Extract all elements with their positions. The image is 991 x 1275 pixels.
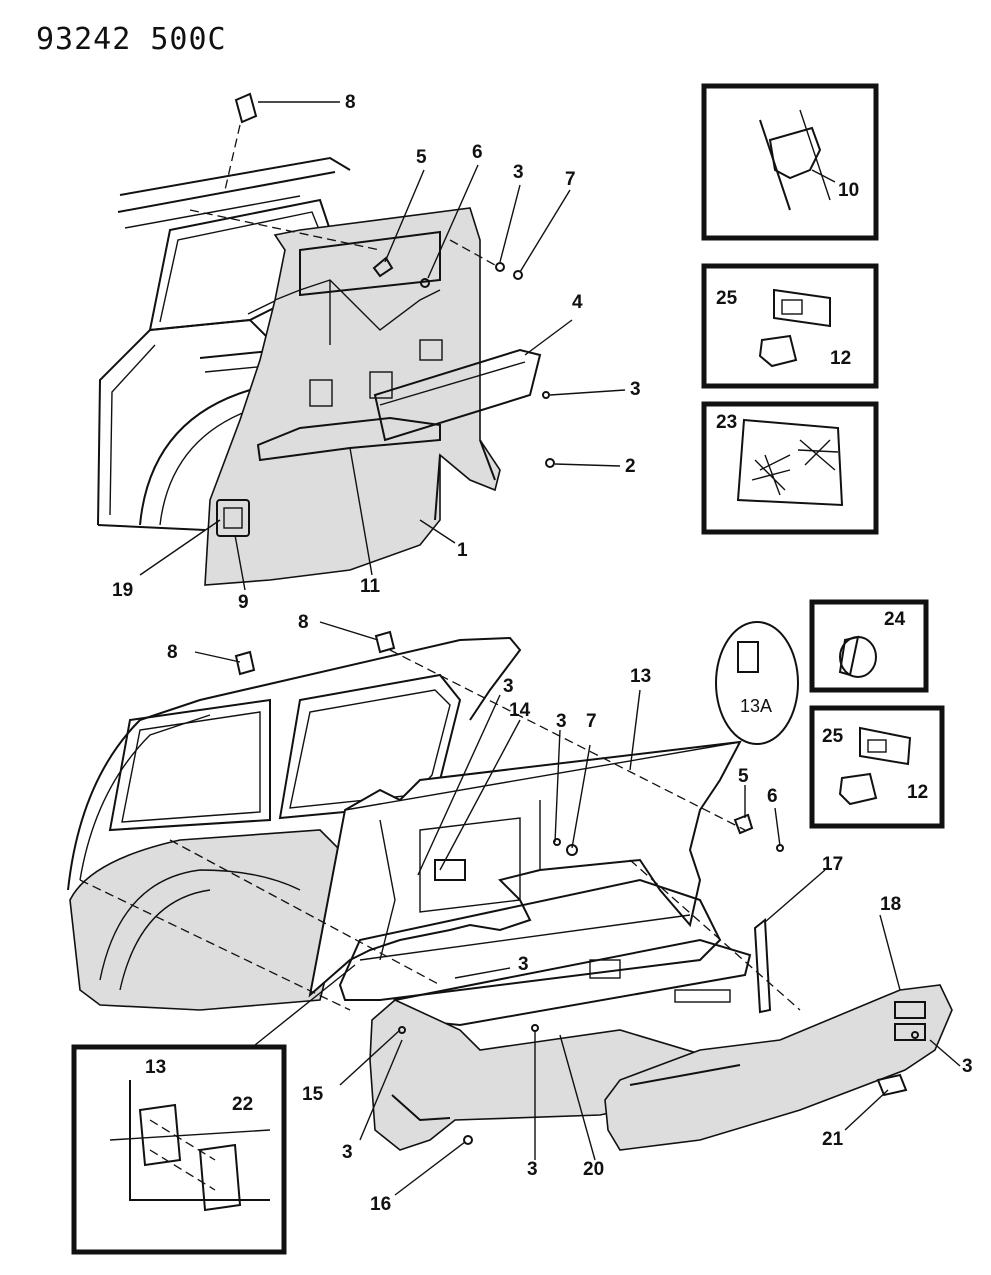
callout-3: 3 (518, 954, 529, 975)
callout-8: 8 (298, 612, 309, 633)
callout-19: 19 (112, 580, 133, 601)
detail-13a-circle (715, 621, 799, 745)
callout-labels: 8 5 6 3 7 4 3 2 1 19 9 11 10 25 12 23 24… (112, 92, 973, 1215)
callout-4: 4 (572, 292, 583, 313)
callout-8: 8 (167, 642, 178, 663)
callout-11: 11 (360, 576, 381, 597)
callout-13: 13 (145, 1057, 166, 1078)
callout-14: 14 (509, 700, 531, 721)
callout-3: 3 (342, 1142, 353, 1163)
inset-items-25-12-lower (809, 705, 945, 829)
callout-15: 15 (302, 1084, 324, 1105)
callout-3: 3 (503, 676, 514, 697)
callout-25: 25 (822, 726, 844, 747)
callout-13: 13 (630, 666, 651, 687)
callout-6: 6 (767, 786, 778, 807)
callout-18: 18 (880, 894, 901, 915)
callout-12: 12 (830, 348, 851, 369)
callout-3: 3 (630, 379, 641, 400)
callout-8: 8 (345, 92, 356, 113)
callout-6: 6 (472, 142, 483, 163)
inset-item-10 (701, 83, 879, 241)
inset-items-13-22 (71, 1044, 287, 1255)
inset-item-23 (701, 401, 879, 535)
callout-21: 21 (822, 1129, 844, 1150)
callout-24: 24 (884, 609, 906, 630)
callout-25: 25 (716, 288, 738, 309)
inset-items-25-12 (701, 263, 879, 389)
callout-2: 2 (625, 456, 636, 477)
callout-5: 5 (416, 147, 427, 168)
callout-3: 3 (556, 711, 567, 732)
callout-7: 7 (565, 169, 576, 190)
inset-item-24 (809, 599, 929, 693)
callout-16: 16 (370, 1194, 391, 1215)
callout-3: 3 (513, 162, 524, 183)
callout-1: 1 (457, 540, 468, 561)
callout-22: 22 (232, 1094, 253, 1115)
callout-9: 9 (238, 592, 249, 613)
upper-quarter-trim-assembly (97, 92, 555, 586)
callout-5: 5 (738, 766, 749, 787)
callout-12: 12 (907, 782, 928, 803)
callout-3: 3 (527, 1159, 538, 1180)
callout-10: 10 (838, 180, 859, 201)
diagram-code: 93242 500C (36, 22, 227, 57)
lower-quarter-trim-assembly (67, 630, 953, 1151)
callout-17: 17 (822, 854, 843, 875)
callout-3: 3 (962, 1056, 973, 1077)
callout-13a: 13A (740, 696, 772, 716)
callout-7: 7 (586, 711, 597, 732)
callout-20: 20 (583, 1159, 604, 1180)
callout-23: 23 (716, 412, 737, 433)
